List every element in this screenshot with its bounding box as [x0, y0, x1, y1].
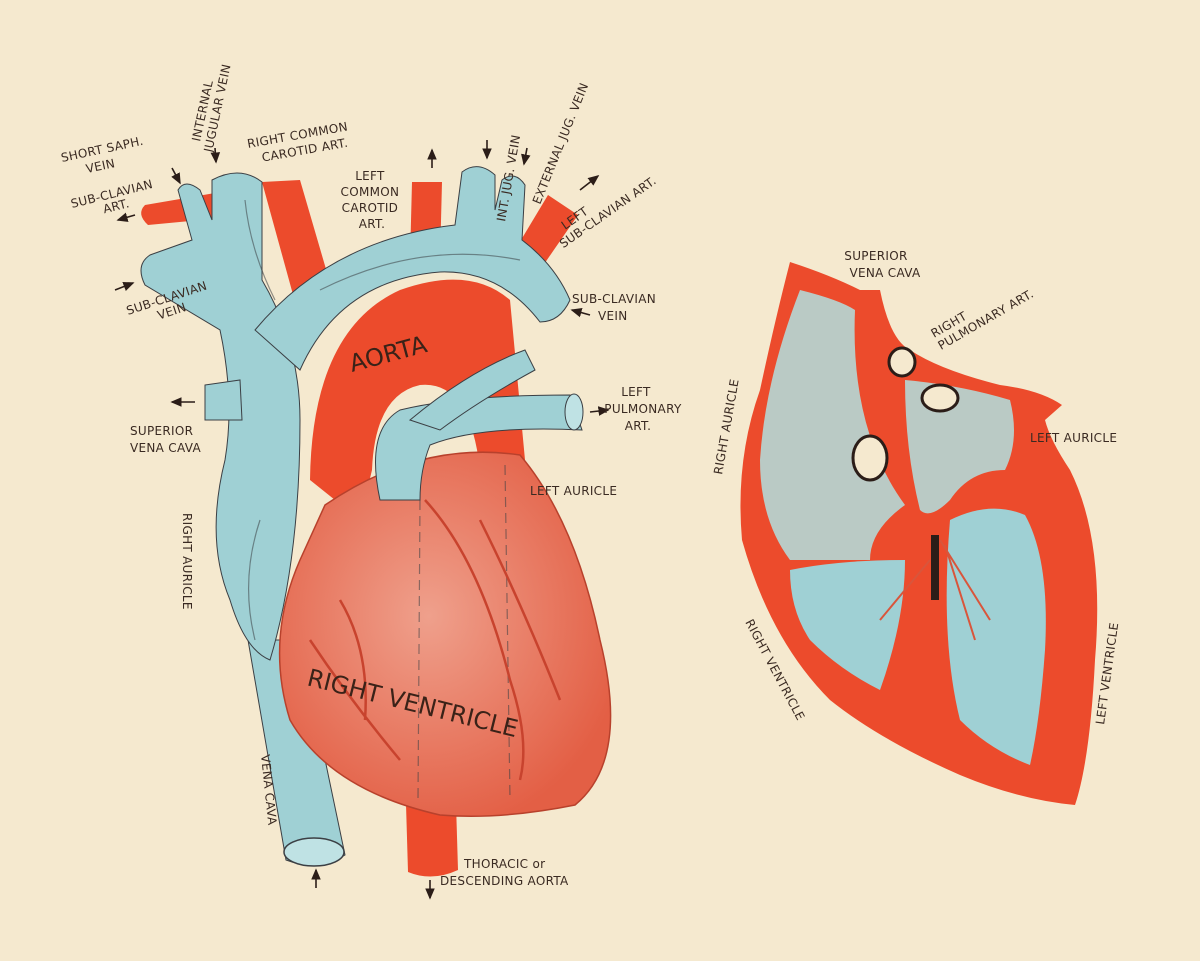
pulmonary-opening-2 [920, 383, 960, 413]
label-subclavian-vein-left: SUB-CLAVIAN VEIN [572, 292, 660, 323]
label-external-jug-vein: EXTERNAL JUG. VEIN [530, 81, 591, 206]
label-superior-vena-cava: SUPERIOR VENA CAVA [130, 424, 201, 455]
label-descending-aorta: THORACIC or DESCENDING AORTA [440, 857, 569, 888]
aorta-arch [310, 279, 525, 520]
label-section-left-auricle: LEFT AURICLE [1030, 431, 1117, 445]
label-short-saph-vein: SHORT SAPH. VEIN [60, 133, 152, 181]
label-right-pulmonary-art: RIGHT PULMONARY ART. [929, 274, 1037, 352]
left-ventricle-chamber [946, 508, 1046, 765]
label-section-superior-vena-cava: SUPERIOR VENA CAVA [844, 249, 921, 280]
flow-arrows [114, 140, 610, 900]
label-left-pulmonary-art: LEFT PULMONARY ART. [604, 385, 685, 433]
label-section-left-ventricle: LEFT VENTRICLE [1093, 622, 1121, 726]
label-right-auricle: RIGHT AURICLE [180, 513, 194, 610]
pulmonary-opening-1 [887, 346, 917, 378]
brachiocephalic-vein [254, 166, 571, 371]
right-pulmonary-stub [204, 379, 243, 421]
pulmonary-branch [408, 349, 536, 431]
label-left-auricle: LEFT AURICLE [530, 484, 617, 498]
vena-cava-opening-section [851, 434, 889, 482]
label-right-common-carotid: RIGHT COMMON CAROTID ART. [246, 119, 356, 167]
section-heart [740, 262, 1098, 805]
right-atrium-chamber [760, 290, 905, 560]
label-internal-jugular-vein: INTERNAL JUGULAR VEIN [187, 60, 233, 154]
label-left-subclavian-art: LEFT SUB-CLAVIAN ART. [549, 162, 659, 251]
right-ventricle-chamber [790, 560, 905, 690]
label-left-common-carotid: LEFT COMMON CAROTID ART. [341, 169, 404, 231]
heart-body [278, 451, 612, 817]
label-section-right-auricle: RIGHT AURICLE [711, 378, 742, 476]
external-heart [140, 166, 612, 877]
vena-cava-opening [283, 837, 345, 867]
left-atrium-chamber [905, 380, 1014, 514]
